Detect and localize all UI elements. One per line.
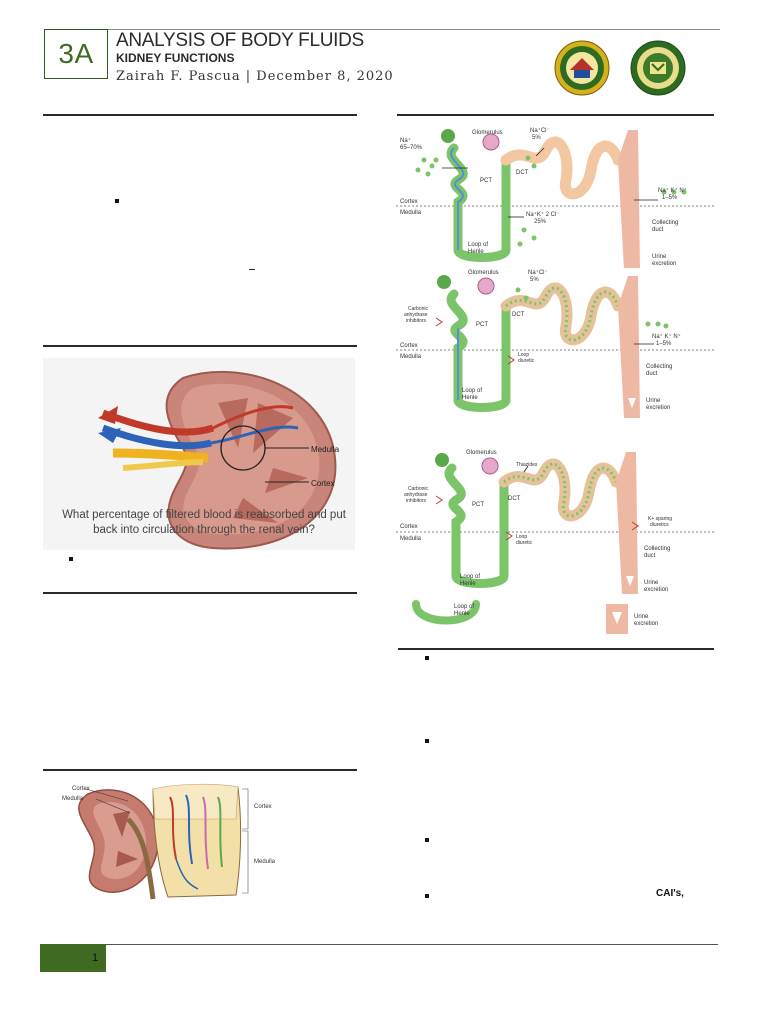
label-medulla: Medulla <box>311 445 340 454</box>
section-rule-3 <box>43 592 357 594</box>
document-subtitle: KIDNEY FUNCTIONS <box>116 51 234 65</box>
bullet-marker <box>115 199 119 203</box>
author-date-line: Zairah F. Pascua | December 8, 2020 <box>116 69 394 84</box>
label-medulla-left: Medulla <box>62 796 84 802</box>
cai-note: CAI's, <box>656 888 684 899</box>
label-medulla: Medulla <box>400 536 422 542</box>
nephron-diagram-top: Na⁺65–70% Glomerulus Na⁺Cl⁻5% DCT PCT Co… <box>396 120 714 270</box>
section-rule-1 <box>43 114 357 116</box>
label-dct: DCT <box>512 312 525 318</box>
label-thiazides: Thiazides <box>516 462 538 468</box>
label-glomerulus: Glomerulus <box>468 270 499 276</box>
label-glomerulus: Glomerulus <box>472 130 503 136</box>
footer-rule <box>40 944 718 945</box>
label-cortex-left: Cortex <box>72 786 90 792</box>
section-rule-4 <box>43 769 357 771</box>
bullet-marker <box>425 838 429 842</box>
bullet-marker <box>425 894 429 898</box>
university-seal-logo <box>554 40 610 96</box>
kidney-cross-section-figure: Cortex Medulla Cortex Medulla <box>58 779 284 903</box>
bullet-marker <box>425 739 429 743</box>
section-badge: 3A <box>44 29 108 79</box>
label-medulla-right: Medulla <box>254 859 276 865</box>
bullet-marker <box>69 557 73 561</box>
college-seal-logo <box>630 40 686 96</box>
label-cortex: Cortex <box>400 524 418 530</box>
kidney-figure: Medulla Cortex What percentage of filter… <box>43 358 355 550</box>
label-cortex-right: Cortex <box>254 804 272 810</box>
page-number: 1 <box>92 952 98 964</box>
label-dct: DCT <box>508 496 521 502</box>
section-rule-right-1 <box>397 114 714 116</box>
section-badge-text: 3A <box>58 38 93 70</box>
label-medulla: Medulla <box>400 210 422 216</box>
underline-mark <box>249 269 255 270</box>
label-cortex: Cortex <box>400 199 418 205</box>
label-pct: PCT <box>476 322 488 328</box>
section-rule-right-2 <box>398 648 714 650</box>
kidney-question: What percentage of filtered blood is rea… <box>59 508 349 538</box>
label-pct: PCT <box>480 178 492 184</box>
document-title: ANALYSIS OF BODY FLUIDS <box>116 30 364 52</box>
label-cortex: Cortex <box>400 343 418 349</box>
label-medulla: Medulla <box>400 354 422 360</box>
section-rule-2 <box>43 345 357 347</box>
bullet-marker <box>425 656 429 660</box>
label-pct: PCT <box>472 502 484 508</box>
label-cortex: Cortex <box>311 479 335 488</box>
label-glomerulus: Glomerulus <box>466 450 497 456</box>
label-dct: DCT <box>516 170 529 176</box>
